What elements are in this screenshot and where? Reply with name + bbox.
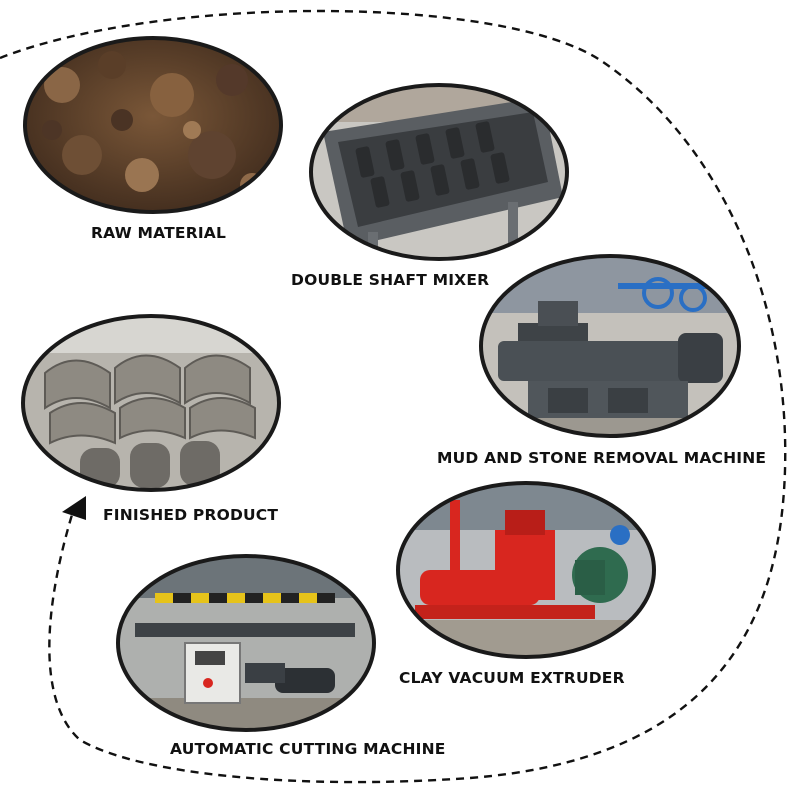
step-label-clay-vacuum-extruder: CLAY VACUUM EXTRUDER xyxy=(399,669,625,687)
step-label-finished-product: FINISHED PRODUCT xyxy=(103,506,279,524)
step-label-automatic-cutting-machine: AUTOMATIC CUTTING MACHINE xyxy=(170,740,446,758)
double-shaft-mixer-photo xyxy=(309,83,569,261)
clay-roof-tiles-photo xyxy=(21,314,281,492)
dashed-flow-path xyxy=(0,9,787,784)
mud-stone-removal-machine-photo xyxy=(479,254,741,438)
automatic-cutting-machine-photo xyxy=(116,554,376,732)
soil-clay-photo xyxy=(23,36,283,214)
flow-arrowhead-icon xyxy=(62,496,86,520)
step-label-mud-stone-removal: MUD AND STONE REMOVAL MACHINE xyxy=(437,449,767,467)
step-label-double-shaft-mixer: DOUBLE SHAFT MIXER xyxy=(291,271,490,289)
red-vacuum-extruder-photo xyxy=(396,481,656,659)
step-label-raw-material: RAW MATERIAL xyxy=(91,224,227,242)
